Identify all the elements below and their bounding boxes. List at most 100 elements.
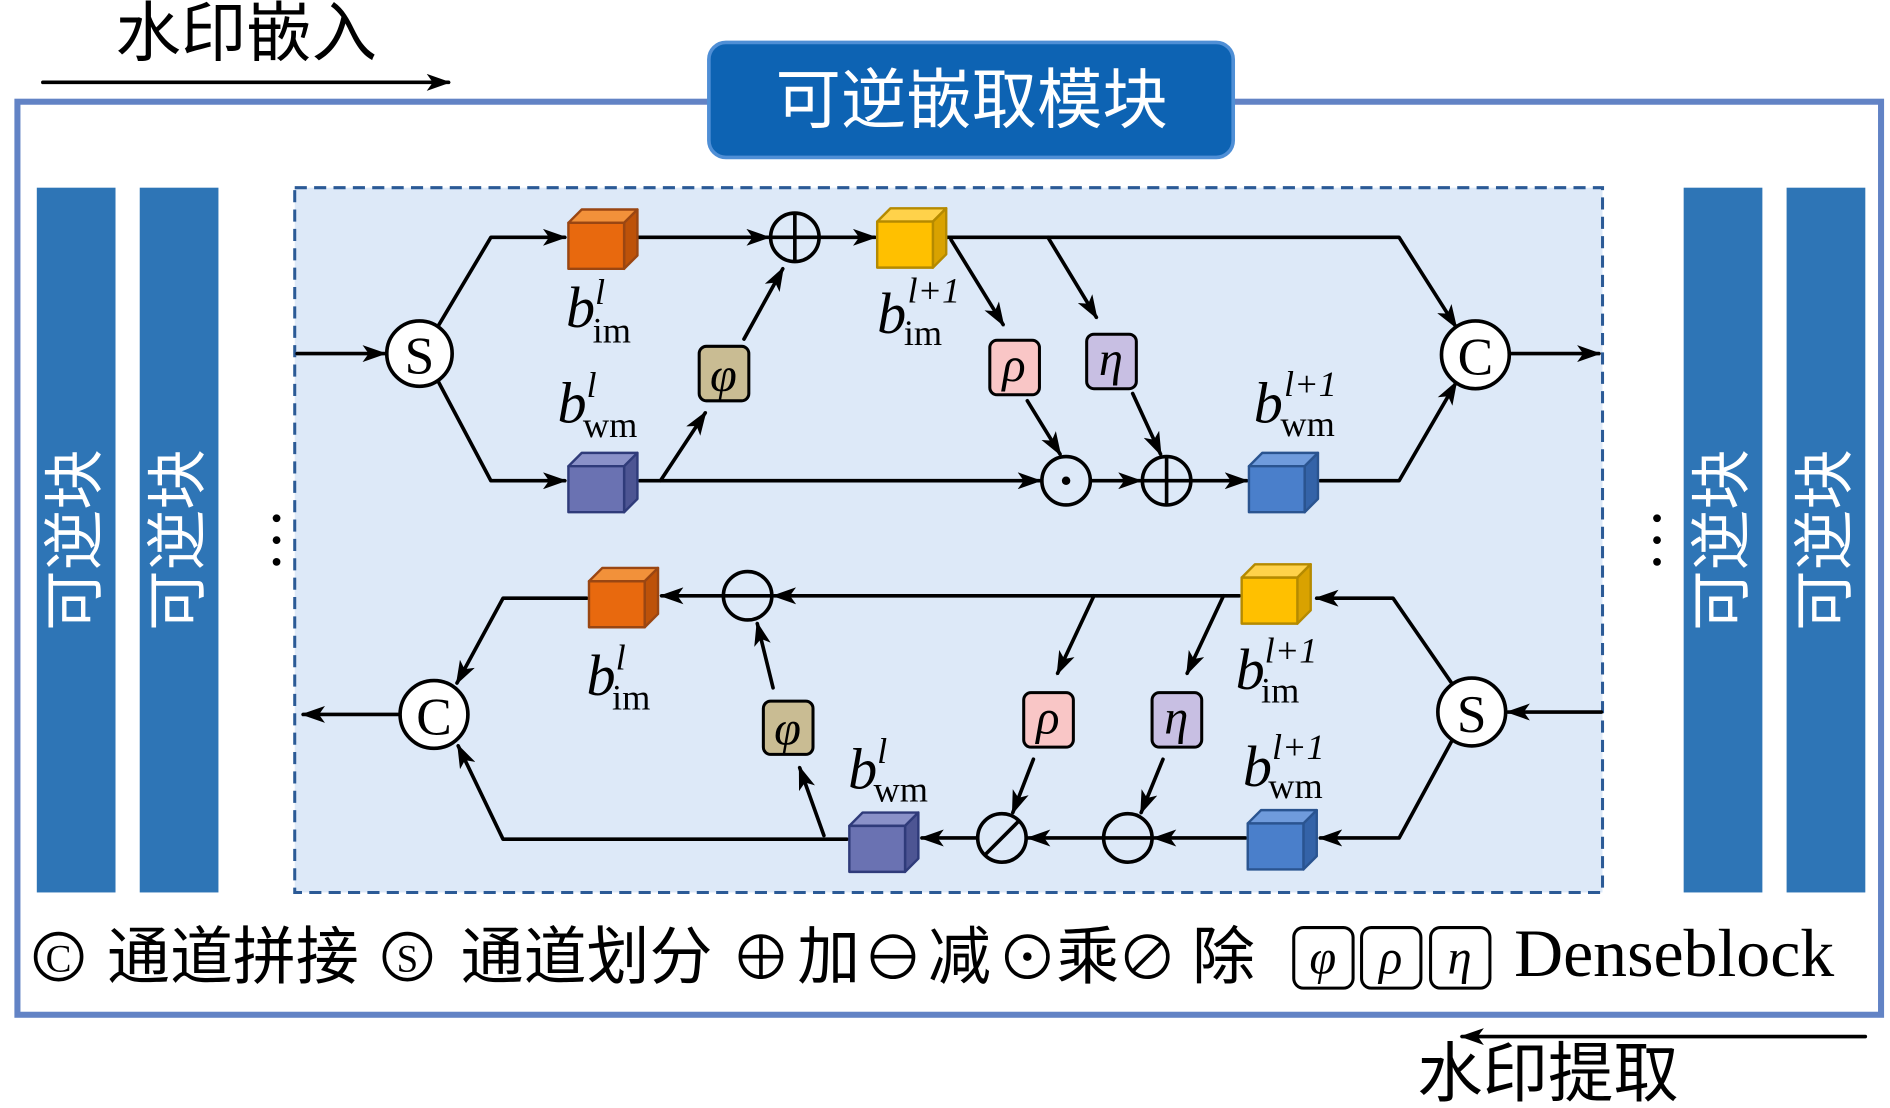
cube-front-face [567,464,626,514]
forward-watermark-in-cube [567,451,639,514]
label-superscript: l [877,731,887,771]
phi-symbol: φ [710,349,737,402]
forward-eta-denseblock: η [1085,332,1138,391]
legend-phi-box: φ [1292,926,1355,990]
label-subscript: wm [583,405,637,445]
backward-image-out-label: b l im [587,638,651,718]
label-subscript: wm [1280,404,1334,444]
split-letter: S [397,938,419,981]
forward-phi-denseblock: φ [697,344,751,403]
split-letter: S [405,327,435,386]
operator-circle [1040,454,1093,507]
legend-divide-icon [1124,934,1170,980]
forward-phi-to-add-arrow [742,266,785,341]
forward-watermark-to-phi-arrow [658,410,708,483]
block-label: 可逆块 [1687,449,1757,631]
module-title: 可逆嵌取模块 [776,62,1168,138]
forward-image-in-label: b l im [566,272,631,351]
legend-subtract-text: 减 [928,920,991,993]
extract-label: 水印提取 [1417,1036,1679,1108]
operator-slash [983,819,1021,857]
label-base: b [558,371,587,436]
label-base: b [1243,734,1272,799]
eta-symbol: η [1448,931,1472,984]
forward-add-operator-watermark [1140,454,1193,507]
rho-symbol: ρ [1000,339,1025,392]
backward-split-operator: S [1436,676,1508,748]
forward-concat-operator: C [1439,319,1512,391]
backward-image-out-to-concat-arrow [455,596,589,686]
label-superscript: l+1 [1272,727,1325,767]
backward-phi-denseblock: φ [761,699,815,756]
cube-front-face [1246,822,1305,871]
label-base: b [566,275,595,340]
label-superscript: l [587,365,597,405]
label-subscript: im [1261,670,1299,710]
backward-eta-denseblock: η [1150,691,1204,749]
backward-subtract-operator-watermark [1101,811,1154,864]
label-subscript: wm [874,770,928,810]
forward-eta-to-add-arrow [1130,391,1163,457]
forward-rho-denseblock: ρ [988,338,1041,397]
operator-dot [1023,952,1032,961]
forward-watermark-out-label: b l+1 wm [1254,364,1337,444]
phi-symbol: φ [774,702,801,755]
legend-multiply-text: 乘 [1056,920,1119,993]
forward-add-operator-image [768,211,821,264]
vertical-ellipsis-right [1653,514,1661,566]
coupling-layer-region [293,186,1605,894]
legend-divide-text: 除 [1192,920,1255,993]
backward-watermark-out-to-phi-arrow [797,765,826,838]
backward-divide-operator [975,811,1028,864]
forward-split-operator: S [384,319,454,389]
operator-dot [1061,476,1071,485]
label-subscript: im [593,311,631,351]
eta-symbol: η [1164,692,1188,745]
block-label: 可逆块 [41,449,111,631]
forward-split-to-watermark-arrow [435,378,568,490]
label-subscript: im [904,313,942,353]
legend-concat-symbol: C [33,931,84,982]
backward-rho-to-divide-arrow [1010,757,1036,815]
legend-rho-box: ρ [1360,926,1423,990]
cube-front-face [587,580,646,629]
backward-split-to-image-arrow [1314,589,1455,686]
cube-front-face [1240,576,1299,625]
backward-rho-denseblock: ρ [1022,691,1075,749]
backward-watermark-out-to-concat-arrow [456,743,849,841]
legend-split-symbol: S [382,931,433,982]
backward-eta-to-subtract-arrow [1139,757,1165,815]
forward-image-out-to-rho-arrow [949,237,1005,327]
operator-circle [975,811,1028,864]
legend-subtract-icon [870,934,916,980]
cube-front-face [848,824,907,874]
legend: C 通道拼接 S 通道划分 加 减 乘 除 φ ρ η Denseblock [33,916,1834,993]
label-base: b [587,643,616,708]
block-label: 可逆块 [1790,449,1860,631]
forward-watermark-out-to-concat-arrow [1318,380,1458,483]
label-superscript: l+1 [1265,630,1318,670]
backward-image-to-rho-arrow [1055,593,1096,676]
label-base: b [1254,371,1283,436]
label-superscript: l+1 [907,271,960,311]
backward-subtract-operator-image [721,569,774,622]
backward-watermark-in-cube [1246,808,1318,871]
forward-rho-to-multiply-arrow [1025,399,1062,457]
legend-multiply-icon [1004,934,1050,980]
rho-symbol: ρ [1377,931,1402,984]
cube-front-face [875,220,935,269]
forward-split-to-image-arrow [435,228,568,329]
legend-add-text: 加 [797,920,860,993]
label-subscript: im [612,678,650,718]
reversible-block-right-1: 可逆块 [1683,187,1763,893]
label-base: b [1236,637,1265,702]
forward-watermark-in-label: b l wm [558,365,638,445]
label-base: b [877,281,906,346]
operator-slash [1131,940,1164,973]
backward-concat-operator: C [398,678,470,751]
eta-symbol: η [1099,333,1123,386]
backward-watermark-out-cube [848,811,920,874]
forward-flow: S C φ ρ η b l im [295,207,1602,514]
legend-concat-text: 通道拼接 [107,920,359,993]
